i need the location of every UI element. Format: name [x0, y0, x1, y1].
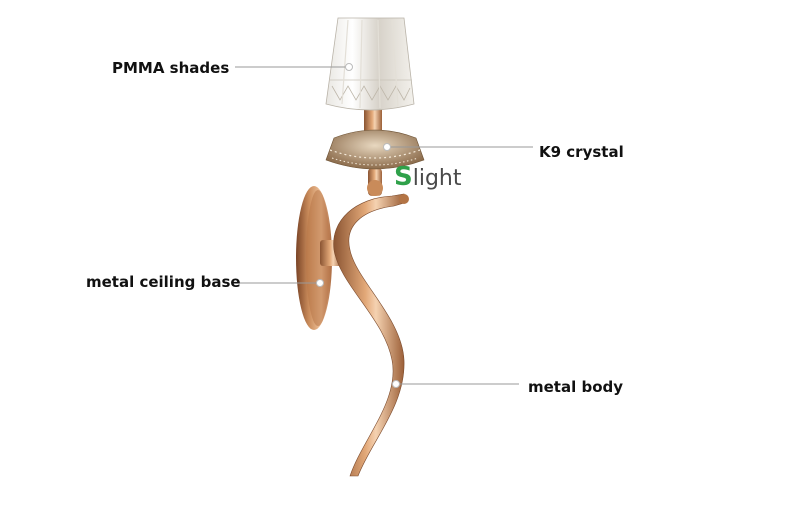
- callout-dot-base: [316, 279, 324, 287]
- label-pmma-shades: PMMA shades: [112, 59, 230, 77]
- leader-lines: [235, 66, 533, 385]
- label-metal-ceiling-base: metal ceiling base: [86, 273, 241, 291]
- callout-markers: [316, 63, 400, 388]
- label-metal-body: metal body: [528, 378, 624, 396]
- metal-body: [333, 193, 409, 477]
- callout-dot-body: [392, 380, 400, 388]
- lamp-stem: [364, 104, 383, 196]
- label-k9-crystal: K9 crystal: [539, 143, 624, 161]
- brand-watermark-text: light: [412, 166, 462, 191]
- brand-watermark: Slight: [394, 162, 462, 192]
- brand-watermark-mark: S: [394, 162, 413, 192]
- pmma-shade: [325, 17, 415, 111]
- metal-ceiling-base: [296, 186, 342, 330]
- k9-crystal: [325, 129, 425, 170]
- callout-dot-crystal: [383, 143, 391, 151]
- callout-dot-shades: [345, 63, 353, 71]
